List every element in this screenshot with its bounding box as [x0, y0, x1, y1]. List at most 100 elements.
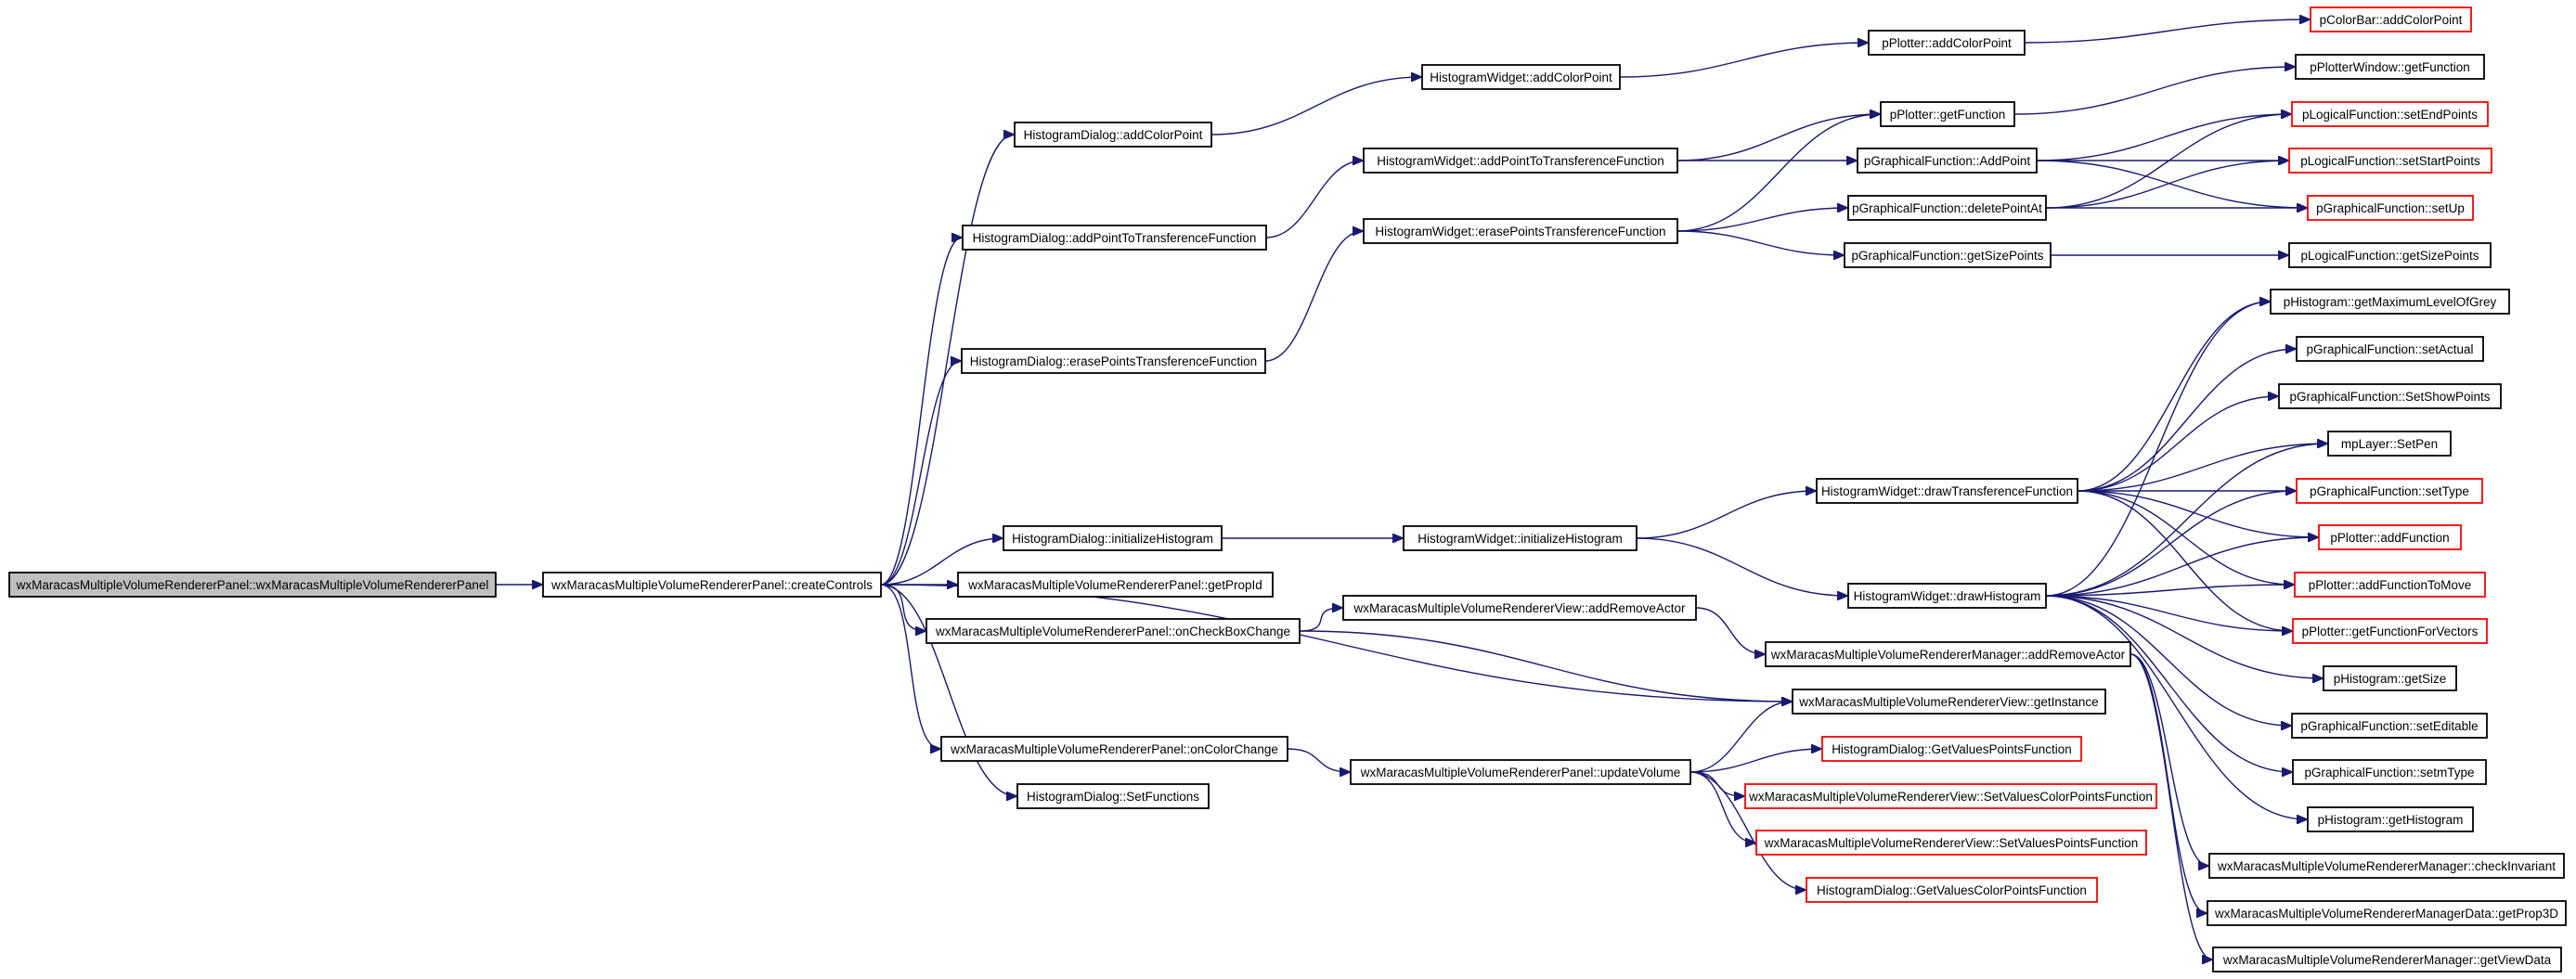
- function-node-pgf-set-show-points[interactable]: pGraphicalFunction::SetShowPoints: [2278, 383, 2502, 409]
- call-edge-hw-erase-points-tf-to-pgf-get-size-points: [1676, 230, 1844, 255]
- function-node-pgf-get-size-points[interactable]: pGraphicalFunction::getSizePoints: [1844, 242, 2052, 268]
- call-edge-hw-draw-tf-to-pgf-set-actual: [2077, 349, 2296, 492]
- node-label: HistogramWidget::addPointToTransferenceF…: [1377, 154, 1663, 168]
- function-node-create-controls[interactable]: wxMaracasMultipleVolumeRendererPanel::cr…: [542, 572, 882, 598]
- node-box: [940, 736, 1288, 762]
- node-label: wxMaracasMultipleVolumeRendererPanel::ge…: [967, 578, 1262, 592]
- function-node-hd-get-values-color[interactable]: HistogramDialog::GetValuesColorPointsFun…: [1806, 877, 2098, 903]
- call-edge-pgf-add-point-to-plf-set-end-points: [2036, 114, 2291, 161]
- call-edge-hw-draw-tf-to-ph-get-max-level: [2077, 302, 2270, 492]
- node-label: pGraphicalFunction::SetShowPoints: [2289, 390, 2490, 404]
- node-box: [2291, 101, 2489, 127]
- node-label: HistogramDialog::addColorPoint: [1024, 128, 1203, 142]
- node-box: [957, 572, 1274, 598]
- node-label: wxMaracasMultipleVolumeRendererPanel::cr…: [550, 578, 873, 592]
- node-box: [1403, 525, 1638, 551]
- function-node-mgr-data-get-prop3-d[interactable]: wxMaracasMultipleVolumeRendererManagerDa…: [2207, 900, 2567, 926]
- node-box: [2212, 947, 2562, 973]
- function-node-pp-get-function-for-vectors[interactable]: pPlotter::getFunctionForVectors: [2292, 618, 2488, 644]
- call-edge-hd-add-point-tf-to-hw-add-point-tf: [1265, 161, 1363, 238]
- call-edge-hw-draw-tf-to-pgf-set-show-points: [2077, 396, 2278, 492]
- node-label: HistogramWidget::initializeHistogram: [1417, 532, 1623, 546]
- node-box: [8, 572, 497, 598]
- node-box: [962, 225, 1267, 251]
- function-node-pgf-delete-point-at[interactable]: pGraphicalFunction::deletePointAt: [1847, 195, 2047, 221]
- node-box: [2327, 431, 2452, 457]
- node-label: wxMaracasMultipleVolumeRendererPanel::on…: [935, 625, 1290, 638]
- function-node-mgr-get-view-data[interactable]: wxMaracasMultipleVolumeRendererManager::…: [2212, 947, 2562, 973]
- function-node-panel-get-prop-id[interactable]: wxMaracasMultipleVolumeRendererPanel::ge…: [957, 572, 1274, 598]
- node-label: HistogramDialog::GetValuesPointsFunction: [1832, 742, 2072, 756]
- function-node-hw-add-color-point[interactable]: HistogramWidget::addColorPoint: [1421, 64, 1621, 90]
- function-node-pcb-add-color-point[interactable]: pColorBar::addColorPoint: [2310, 6, 2472, 32]
- function-node-plf-set-end-points[interactable]: pLogicalFunction::setEndPoints: [2291, 101, 2489, 127]
- call-edge-hw-draw-hist-to-pp-add-function: [2045, 537, 2318, 597]
- call-edge-pgf-add-point-to-pgf-set-up: [2036, 160, 2307, 208]
- node-label: pLogicalFunction::getSizePoints: [2300, 249, 2479, 263]
- node-box: [1350, 759, 1691, 785]
- function-node-view-get-instance[interactable]: wxMaracasMultipleVolumeRendererView::get…: [1792, 689, 2106, 715]
- function-node-pgf-setm-type[interactable]: pGraphicalFunction::setmType: [2292, 759, 2487, 785]
- node-label: wxMaracasMultipleVolumeRendererView::Set…: [1748, 790, 2153, 804]
- function-node-ph-get-size[interactable]: pHistogram::getSize: [2323, 665, 2457, 691]
- function-node-view-set-values-points[interactable]: wxMaracasMultipleVolumeRendererView::Set…: [1755, 830, 2147, 856]
- function-node-root[interactable]: wxMaracasMultipleVolumeRendererPanel::wx…: [8, 572, 497, 598]
- function-node-hd-get-values-points[interactable]: HistogramDialog::GetValuesPointsFunction: [1821, 736, 2082, 762]
- call-edge-hw-draw-hist-to-pp-add-function-to-move: [2045, 585, 2294, 597]
- call-edge-panel-update-volume-to-view-set-values-points: [1689, 771, 1755, 843]
- function-node-ph-get-max-level[interactable]: pHistogram::getMaximumLevelOfGrey: [2270, 289, 2510, 315]
- function-node-hd-add-color-point[interactable]: HistogramDialog::addColorPoint: [1014, 122, 1212, 148]
- call-edge-panel-update-volume-to-hd-get-values-points: [1689, 749, 1821, 773]
- function-node-hd-set-functions[interactable]: HistogramDialog::SetFunctions: [1016, 783, 1210, 809]
- function-node-hw-init-hist[interactable]: HistogramWidget::initializeHistogram: [1403, 525, 1638, 551]
- node-label: wxMaracasMultipleVolumeRendererView::add…: [1353, 601, 1686, 615]
- function-node-hw-add-point-tf[interactable]: HistogramWidget::addPointToTransferenceF…: [1363, 148, 1678, 174]
- function-node-pgf-set-type[interactable]: pGraphicalFunction::setType: [2296, 478, 2483, 504]
- function-node-view-add-remove[interactable]: wxMaracasMultipleVolumeRendererView::add…: [1342, 595, 1697, 621]
- node-label: HistogramWidget::addColorPoint: [1430, 71, 1612, 84]
- function-node-hw-draw-tf[interactable]: HistogramWidget::drawTransferenceFunctio…: [1816, 478, 2078, 504]
- call-edge-create-controls-to-hd-set-functions: [880, 584, 1016, 796]
- function-node-view-set-values-color[interactable]: wxMaracasMultipleVolumeRendererView::Set…: [1744, 783, 2157, 809]
- node-box: [1792, 689, 2106, 715]
- function-node-hd-init-hist[interactable]: HistogramDialog::initializeHistogram: [1003, 525, 1223, 551]
- function-node-plf-set-start-points[interactable]: pLogicalFunction::setStartPoints: [2288, 148, 2492, 174]
- function-node-pp-add-function[interactable]: pPlotter::addFunction: [2318, 524, 2462, 550]
- function-node-mgr-add-remove[interactable]: wxMaracasMultipleVolumeRendererManager::…: [1765, 641, 2131, 667]
- function-node-pp-add-color-point[interactable]: pPlotter::addColorPoint: [1868, 30, 2026, 56]
- call-edge-create-controls-to-hd-add-point-tf: [880, 238, 962, 586]
- function-node-pp-add-function-to-move[interactable]: pPlotter::addFunctionToMove: [2294, 572, 2486, 598]
- function-node-hd-erase-points-tf[interactable]: HistogramDialog::erasePointsTransference…: [961, 348, 1266, 374]
- function-node-pgf-set-up[interactable]: pGraphicalFunction::setUp: [2307, 195, 2474, 221]
- node-box: [1857, 148, 2038, 174]
- node-label: wxMaracasMultipleVolumeRendererPanel::wx…: [16, 578, 489, 592]
- function-node-mgr-check-invariant[interactable]: wxMaracasMultipleVolumeRendererManager::…: [2208, 853, 2565, 879]
- node-label: pHistogram::getSize: [2334, 672, 2447, 686]
- node-box: [2270, 289, 2510, 315]
- function-node-mp-set-pen[interactable]: mpLayer::SetPen: [2327, 431, 2452, 457]
- function-node-hd-add-point-tf[interactable]: HistogramDialog::addPointToTransferenceF…: [962, 225, 1267, 251]
- function-node-pw-get-function[interactable]: pPlotterWindow::getFunction: [2295, 54, 2485, 80]
- node-box: [2292, 618, 2488, 644]
- function-node-panel-on-color[interactable]: wxMaracasMultipleVolumeRendererPanel::on…: [940, 736, 1288, 762]
- function-node-pgf-add-point[interactable]: pGraphicalFunction::AddPoint: [1857, 148, 2038, 174]
- call-edge-hw-draw-hist-to-ph-get-size: [2045, 595, 2323, 678]
- call-edge-hw-draw-hist-to-ph-get-histogram: [2045, 595, 2307, 819]
- node-box: [2208, 853, 2565, 879]
- node-box: [2307, 806, 2474, 832]
- node-label: pColorBar::addColorPoint: [2320, 13, 2463, 27]
- function-node-panel-on-check-box[interactable]: wxMaracasMultipleVolumeRendererPanel::on…: [926, 618, 1301, 644]
- call-edge-pp-add-color-point-to-pcb-add-color-point: [2024, 19, 2310, 44]
- function-node-hw-erase-points-tf[interactable]: HistogramWidget::erasePointsTransference…: [1363, 218, 1678, 244]
- function-node-hw-draw-hist[interactable]: HistogramWidget::drawHistogram: [1847, 583, 2047, 609]
- function-node-pgf-set-editable[interactable]: pGraphicalFunction::setEditable: [2291, 713, 2488, 739]
- node-label: mpLayer::SetPen: [2341, 437, 2438, 451]
- function-node-plf-get-size-points[interactable]: pLogicalFunction::getSizePoints: [2288, 242, 2492, 268]
- function-node-pgf-set-actual[interactable]: pGraphicalFunction::setActual: [2296, 336, 2484, 362]
- node-label: HistogramDialog::GetValuesColorPointsFun…: [1817, 883, 2087, 897]
- function-node-pp-get-function[interactable]: pPlotter::getFunction: [1880, 101, 2015, 127]
- function-node-panel-update-volume[interactable]: wxMaracasMultipleVolumeRendererPanel::up…: [1350, 759, 1691, 785]
- node-label: pGraphicalFunction::AddPoint: [1864, 154, 2031, 168]
- call-edge-create-controls-to-hd-erase-points-tf: [880, 361, 961, 586]
- function-node-ph-get-histogram[interactable]: pHistogram::getHistogram: [2307, 806, 2474, 832]
